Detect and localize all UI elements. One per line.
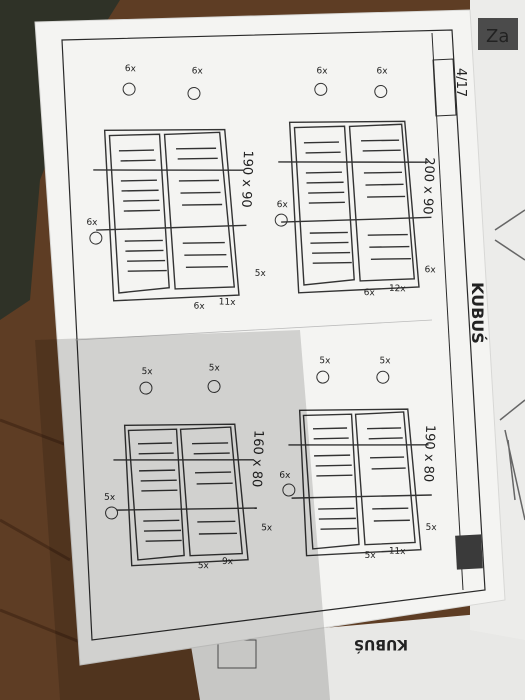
bed-diagram-3: 160 x 80 5x 5x 5x 5x 5x 9x <box>104 363 273 571</box>
callout-qty: 5x <box>104 493 116 503</box>
bed-size-label: 200 x 90 <box>420 157 437 215</box>
callout-qty: 6x <box>125 64 137 74</box>
callout-qty: 5x <box>425 523 437 533</box>
bottom-title-mirrored: KUBUŚ <box>354 636 408 654</box>
bed-size-label: 160 x 80 <box>249 430 266 488</box>
callout-qty: 5x <box>255 269 267 279</box>
back-sheet-corner: Za <box>478 18 518 50</box>
bed-size-label: 190 x 90 <box>238 150 255 208</box>
bed-diagram-2: 200 x 90 6x 6x 6x 6x 6x 12x <box>274 66 437 298</box>
svg-text:Za: Za <box>486 26 509 47</box>
callout-qty: 6x <box>86 218 98 228</box>
page-number: 4/17 <box>453 68 468 97</box>
callout-qty: 5x <box>261 523 273 533</box>
panel-separator-horizontal <box>74 319 433 341</box>
callout-qty: 6x <box>316 66 328 76</box>
callout-qty: 6x <box>192 66 204 76</box>
header-strip-divider <box>431 32 464 591</box>
callout-qty: 5x <box>379 356 391 366</box>
bunk-bed-drawing <box>278 120 432 294</box>
callout-qty: 12x <box>389 284 407 295</box>
bed-diagram-4: 190 x 80 5x 5x 6x 5x 5x 11x <box>279 356 437 561</box>
bunk-bed-drawing <box>93 128 247 302</box>
bunk-bed-drawing <box>288 408 432 557</box>
callout-qty: 6x <box>376 66 388 76</box>
bed-size-label: 190 x 80 <box>420 425 437 483</box>
callout-qty: 6x <box>277 200 289 210</box>
back-sheet-illustration <box>494 209 525 521</box>
callout-qty: 6x <box>193 302 205 312</box>
bunk-bed-drawing <box>113 423 257 567</box>
callout-qty: 5x <box>141 367 153 377</box>
callout-qty: 6x <box>424 265 436 275</box>
page-number-box <box>432 58 457 117</box>
sheet-title: KUBUŚ <box>468 282 487 344</box>
callout-qty: 5x <box>209 363 221 373</box>
callout-qty: 5x <box>364 551 376 561</box>
callout-qty: 5x <box>198 561 210 571</box>
dark-cloth <box>0 0 120 320</box>
callout-qty: 11x <box>219 297 237 308</box>
callout-qty: 6x <box>279 471 291 481</box>
callout-qty: 11x <box>389 547 407 558</box>
bed-diagram-1: 190 x 90 6x 6x 6x 5x 6x 11x <box>86 64 267 312</box>
photo-shadow <box>35 330 330 700</box>
callout-qty: 6x <box>364 288 376 298</box>
callout-qty: 5x <box>319 356 331 366</box>
sheet-border-frame <box>61 29 486 641</box>
product-thumbnail <box>455 534 483 570</box>
callout-qty: 9x <box>222 557 234 567</box>
instruction-sheet <box>34 9 506 666</box>
